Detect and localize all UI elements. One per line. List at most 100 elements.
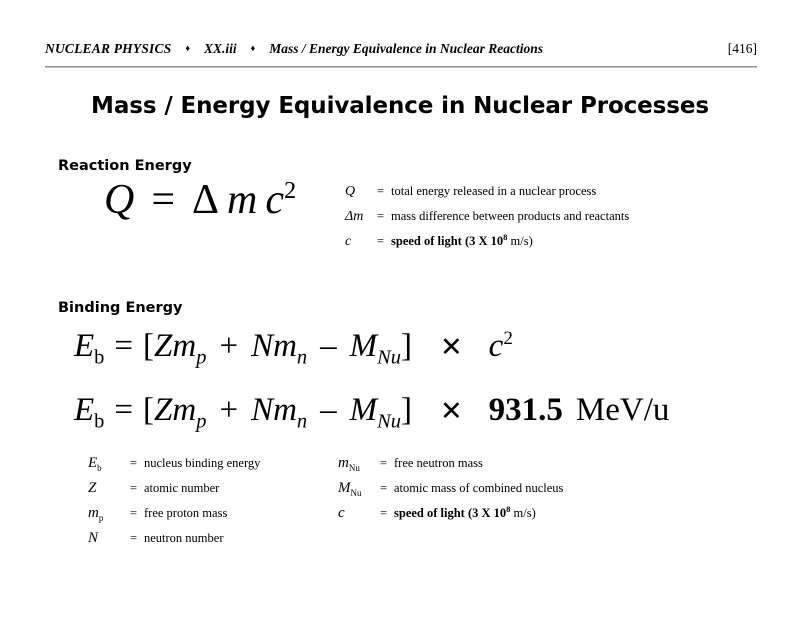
- eq2-term2-n: N: [251, 392, 274, 428]
- eq2-term1-z: Z: [154, 392, 173, 428]
- eq1-term2-m: m: [273, 328, 297, 364]
- legend-description: atomic mass of combined nucleus: [394, 481, 564, 495]
- legend-description: neutron number: [144, 531, 224, 545]
- legend-symbol-subscript: Nu: [350, 488, 362, 498]
- legend-equals: =: [130, 531, 138, 545]
- legend-exponent: 8: [506, 503, 511, 514]
- legend-symbol: mp: [88, 505, 130, 523]
- legend-row: c = speed of light (3 X 108 m/s): [345, 231, 629, 259]
- legend-exponent: 8: [503, 231, 508, 242]
- legend-description-text: speed of light (3 X 10: [391, 234, 504, 248]
- legend-symbol-main: E: [88, 455, 98, 471]
- eq2-term3-subscript: Nu: [377, 410, 401, 433]
- legend-symbol-main: c: [338, 505, 345, 521]
- eq1-equals: =: [114, 328, 134, 364]
- legend-binding-energy: Eb = nucleus binding energy Z = atomic n…: [88, 455, 563, 555]
- legend-symbol-main: N: [88, 530, 99, 546]
- legend-symbol: Q: [345, 184, 356, 199]
- eq2-term3-m: M: [349, 392, 378, 428]
- legend-symbol: Z: [88, 480, 130, 497]
- legend-equals: =: [377, 234, 385, 248]
- eq2-equals: =: [114, 392, 134, 428]
- legend-equals: =: [380, 481, 388, 495]
- page-title: Mass / Energy Equivalence in Nuclear Pro…: [91, 93, 709, 119]
- eq-reaction-equals: =: [151, 177, 176, 223]
- legend-row: c = speed of light (3 X 108 m/s): [338, 505, 563, 530]
- eq2-conversion-factor: 931.5: [488, 392, 563, 428]
- eq1-plus: +: [219, 328, 239, 364]
- legend-symbol: MNu: [338, 480, 380, 498]
- eq2-term1-m: m: [172, 392, 197, 428]
- legend-symbol: c: [345, 234, 352, 249]
- eq-reaction-exponent: 2: [284, 177, 297, 204]
- eq1-bracket-close: ]: [401, 328, 412, 364]
- header-section-number: XX.iii: [204, 41, 237, 56]
- legend-reaction-energy: Q = total energy released in a nuclear p…: [345, 184, 629, 259]
- eq2-term2-subscript: n: [296, 410, 308, 433]
- legend-equals: =: [377, 209, 385, 223]
- eq-reaction-lightspeed: c: [265, 177, 285, 223]
- legend-description: speed of light (3 X 108 m/s): [391, 231, 533, 249]
- legend-description-tail: m/s): [510, 506, 536, 520]
- eq1-term3-m: M: [349, 328, 378, 364]
- legend-symbol-main: m: [338, 455, 349, 471]
- legend-symbol: Eb: [88, 455, 130, 473]
- legend-symbol-main: m: [88, 505, 99, 521]
- legend-row: MNu = atomic mass of combined nucleus: [338, 480, 563, 505]
- eq1-term1-m: m: [172, 328, 197, 364]
- legend-row: mp = free proton mass: [88, 505, 338, 530]
- legend-column-left: Eb = nucleus binding energy Z = atomic n…: [88, 455, 338, 555]
- eq-reaction-lhs: Q: [104, 177, 135, 223]
- legend-symbol: N: [88, 530, 130, 547]
- legend-description: mass difference between products and rea…: [391, 209, 630, 223]
- legend-description: total energy released in a nuclear proce…: [391, 184, 597, 198]
- eq2-minus: –: [320, 392, 337, 428]
- equation-binding-energy-c2: Eb=[Zmp+Nmn–MNu]✕c2: [74, 328, 513, 368]
- eq-reaction-delta: Δ: [192, 177, 220, 223]
- eq1-term2-n: N: [251, 328, 274, 364]
- eq2-term1-subscript: p: [196, 410, 207, 433]
- header-topic-title: Mass / Energy Equivalence in Nuclear Rea…: [269, 41, 543, 56]
- legend-row: N = neutron number: [88, 530, 338, 555]
- eq1-times-icon: ✕: [440, 332, 463, 363]
- eq1-minus: –: [320, 328, 337, 364]
- legend-description-text: speed of light (3 X 10: [394, 506, 507, 520]
- legend-equals: =: [130, 481, 138, 495]
- legend-description: free neutron mass: [394, 456, 483, 470]
- diamond-separator-icon: ♦: [250, 43, 256, 53]
- eq2-term2-m: m: [273, 392, 297, 428]
- legend-description: free proton mass: [144, 506, 228, 520]
- legend-row: Δm = mass difference between products an…: [345, 209, 629, 234]
- header-breadcrumb: NUCLEAR PHYSICS ♦ XX.iii ♦ Mass / Energy…: [45, 41, 543, 57]
- eq2-lhs: E: [74, 392, 95, 428]
- legend-row: Q = total energy released in a nuclear p…: [345, 184, 629, 209]
- eq2-unit: MeV/u: [575, 392, 670, 428]
- legend-row: Eb = nucleus binding energy: [88, 455, 338, 480]
- header-book-title: NUCLEAR PHYSICS: [45, 41, 172, 56]
- eq1-factor: c: [488, 328, 504, 364]
- legend-row: mNu = free neutron mass: [338, 455, 563, 480]
- legend-description: atomic number: [144, 481, 220, 495]
- legend-column-right: mNu = free neutron mass MNu = atomic mas…: [338, 455, 563, 555]
- eq1-term1-subscript: p: [196, 346, 207, 369]
- eq1-lhs: E: [74, 328, 95, 364]
- legend-symbol: c: [338, 505, 380, 522]
- eq2-times-icon: ✕: [440, 396, 463, 427]
- legend-equals: =: [377, 184, 385, 198]
- legend-equals: =: [380, 506, 388, 520]
- eq1-factor-exponent: 2: [503, 328, 513, 349]
- legend-description: nucleus binding energy: [144, 456, 261, 470]
- legend-symbol-subscript: Nu: [348, 463, 360, 473]
- eq2-lhs-subscript: b: [94, 410, 105, 433]
- eq1-term2-subscript: n: [296, 346, 308, 369]
- eq2-bracket-open: [: [143, 392, 155, 428]
- legend-symbol: Δm: [345, 209, 364, 224]
- legend-equals: =: [380, 456, 388, 470]
- page-number: [416]: [727, 41, 757, 56]
- legend-symbol-subscript: b: [97, 463, 102, 473]
- eq1-term3-subscript: Nu: [377, 346, 401, 369]
- legend-symbol-subscript: p: [98, 513, 104, 523]
- legend-equals: =: [130, 456, 138, 470]
